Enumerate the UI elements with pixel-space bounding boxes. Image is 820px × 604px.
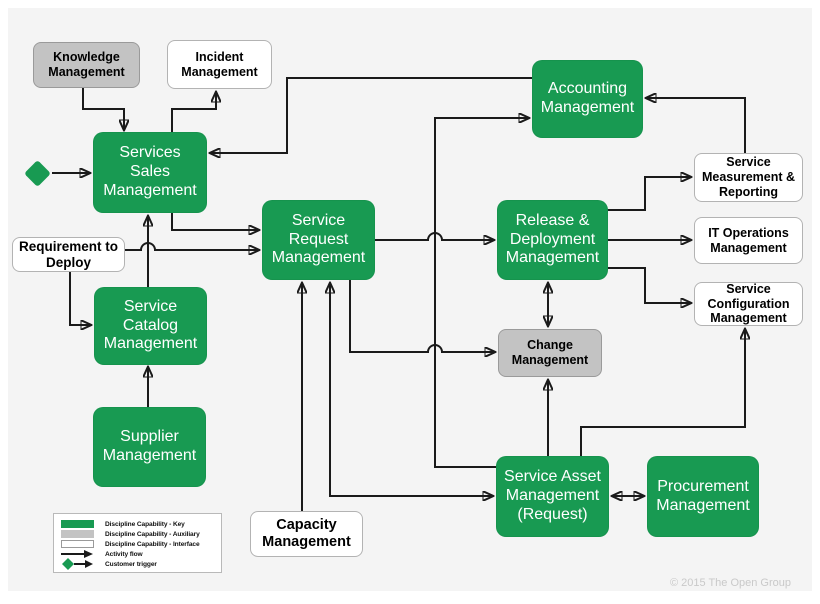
node-service-request-management: Service Request Management — [262, 200, 375, 280]
node-knowledge-management: Knowledge Management — [33, 42, 140, 88]
node-label: Capacity Management — [262, 516, 351, 550]
legend-label: Discipline Capability - Interface — [105, 540, 200, 548]
node-requirement-to-deploy: Requirement to Deploy — [12, 237, 125, 272]
node-label: Service Catalog Management — [103, 297, 198, 353]
legend-label: Discipline Capability - Key — [105, 520, 185, 528]
legend-label: Customer trigger — [105, 560, 157, 568]
node-label: Service Measurement & Reporting — [701, 155, 796, 199]
legend-row-interface: Discipline Capability - Interface — [61, 539, 221, 549]
node-change-management: Change Management — [498, 329, 602, 377]
customer-trigger-icon — [61, 557, 94, 571]
interface-white-swatch-icon — [61, 540, 94, 548]
node-label: Procurement Management — [656, 477, 750, 514]
node-label: Release & Deployment Management — [505, 211, 600, 267]
node-label: Incident Management — [181, 49, 258, 79]
node-label: Change Management — [511, 338, 589, 367]
legend-label: Activity flow — [105, 550, 143, 558]
legend-row-activity-flow: Activity flow — [61, 549, 221, 559]
node-procurement-management: Procurement Management — [647, 456, 759, 537]
legend-label: Discipline Capability - Auxiliary — [105, 530, 200, 538]
node-label: Service Asset Management (Request) — [504, 468, 601, 523]
node-label: Services Sales Management — [103, 144, 197, 199]
node-label: Service Request Management — [271, 211, 366, 267]
node-label: Supplier Management — [102, 428, 197, 464]
node-label: Requirement to Deploy — [18, 238, 118, 270]
legend: Discipline Capability - Key Discipline C… — [53, 513, 222, 573]
legend-row-customer-trigger: Customer trigger — [61, 557, 221, 571]
node-service-asset-management: Service Asset Management (Request) — [496, 456, 609, 537]
activity-flow-arrow-icon — [61, 549, 94, 559]
node-capacity-management: Capacity Management — [250, 511, 363, 557]
node-services-sales-management: Services Sales Management — [93, 132, 207, 213]
copyright-text: © 2015 The Open Group — [669, 577, 791, 589]
node-label: Service Configuration Management — [707, 281, 790, 326]
node-accounting-management: Accounting Management — [532, 60, 643, 138]
node-label: Knowledge Management — [48, 50, 125, 79]
node-incident-management: Incident Management — [167, 40, 272, 89]
node-release-deployment-management: Release & Deployment Management — [497, 200, 608, 280]
node-service-catalog-management: Service Catalog Management — [94, 287, 207, 365]
node-supplier-management: Supplier Management — [93, 407, 206, 487]
node-service-configuration-management: Service Configuration Management — [694, 282, 803, 326]
node-service-measurement-reporting: Service Measurement & Reporting — [694, 153, 803, 202]
node-label: Accounting Management — [540, 80, 635, 116]
auxiliary-gray-swatch-icon — [61, 530, 94, 538]
node-it-operations-management: IT Operations Management — [694, 217, 803, 264]
node-label: IT Operations Management — [708, 225, 789, 255]
legend-row-key: Discipline Capability - Key — [61, 519, 221, 529]
key-green-swatch-icon — [61, 520, 94, 528]
legend-row-auxiliary: Discipline Capability - Auxiliary — [61, 529, 221, 539]
